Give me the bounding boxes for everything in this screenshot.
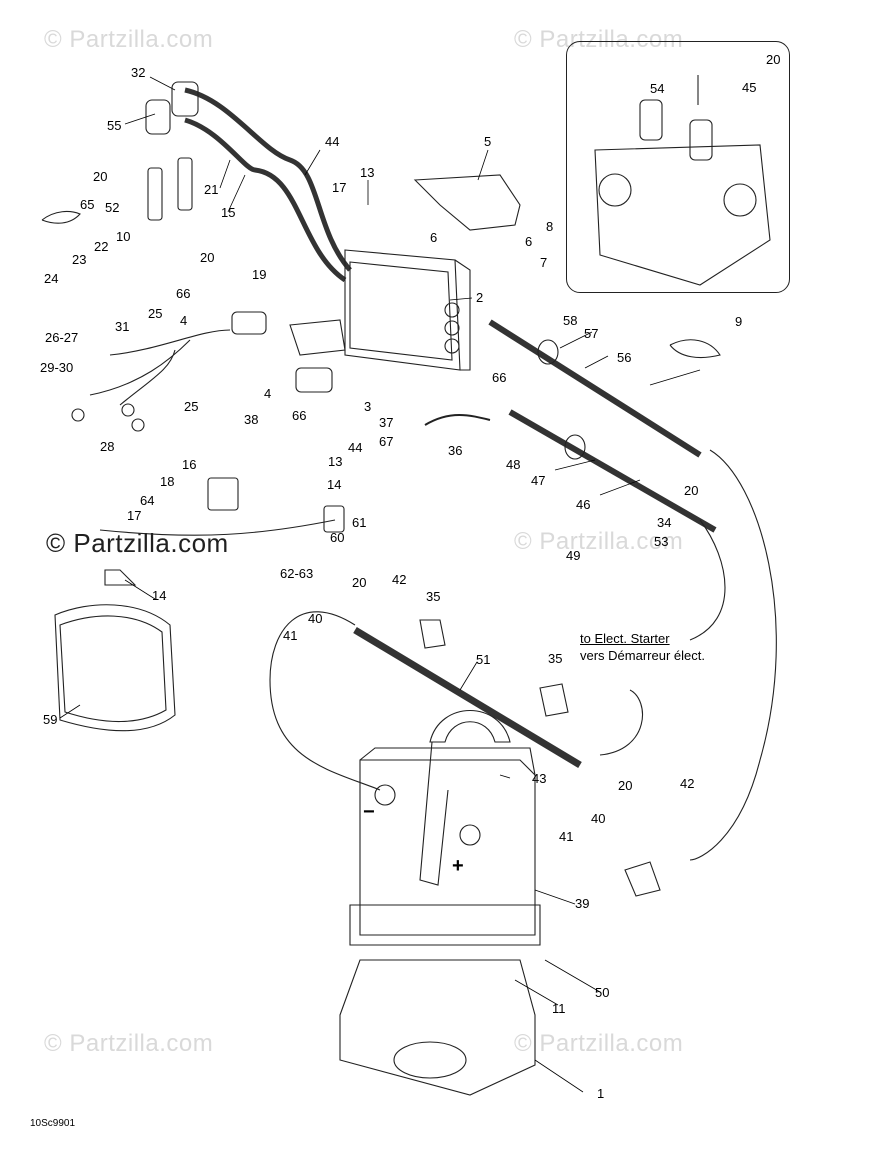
callout: 9 (735, 314, 742, 329)
callout: 42 (680, 776, 694, 791)
callout: 20 (766, 52, 780, 67)
callout: 28 (100, 439, 114, 454)
watermark-top-right: © Partzilla.com (514, 26, 684, 53)
watermark-middle-right: © Partzilla.com (514, 528, 684, 555)
callout: 37 (379, 415, 393, 430)
callout: 64 (140, 493, 154, 508)
callout: 45 (742, 80, 756, 95)
engine-inset-frame (566, 41, 790, 293)
callout: 44 (325, 134, 339, 149)
callout: 49 (566, 548, 580, 563)
callout: 41 (559, 829, 573, 844)
callout: 32 (131, 65, 145, 80)
callout: 55 (107, 118, 121, 133)
callout: 8 (546, 219, 553, 234)
watermark-bottom-left: © Partzilla.com (44, 1030, 214, 1057)
callout: 20 (352, 575, 366, 590)
callout: 31 (115, 319, 129, 334)
callout: 29-30 (40, 360, 73, 375)
callout: 54 (650, 81, 664, 96)
callout: 41 (283, 628, 297, 643)
callout: 22 (94, 239, 108, 254)
callout: 2 (476, 290, 483, 305)
callout: 58 (563, 313, 577, 328)
callout: 38 (244, 412, 258, 427)
callout: 59 (43, 712, 57, 727)
callout: 3 (364, 399, 371, 414)
callout: 43 (532, 771, 546, 786)
watermark-top-left: © Partzilla.com (44, 26, 214, 53)
callout: 56 (617, 350, 631, 365)
starter-note-french: vers Démarreur élect. (580, 648, 705, 663)
callout: 26-27 (45, 330, 78, 345)
callout: 50 (595, 985, 609, 1000)
callout: 10 (116, 229, 130, 244)
callout: 40 (591, 811, 605, 826)
callout: 20 (684, 483, 698, 498)
callout: 36 (448, 443, 462, 458)
starter-note-english: to Elect. Starter (580, 631, 670, 646)
callout: 39 (575, 896, 589, 911)
callout: 46 (576, 497, 590, 512)
callout: 42 (392, 572, 406, 587)
callout: 6 (430, 230, 437, 245)
callout: 52 (105, 200, 119, 215)
diagram-code: 10Sc9901 (30, 1118, 76, 1129)
callout: 44 (348, 440, 362, 455)
callout: 13 (328, 454, 342, 469)
callout: 34 (657, 515, 671, 530)
callout: 5 (484, 134, 491, 149)
callout: 17 (332, 180, 346, 195)
callout: 18 (160, 474, 174, 489)
callout: 20 (93, 169, 107, 184)
callout: 53 (654, 534, 668, 549)
callout: 7 (540, 255, 547, 270)
watermark-bottom-right: © Partzilla.com (514, 1030, 684, 1057)
callout: 20 (200, 250, 214, 265)
callout: 20 (618, 778, 632, 793)
callout: 62-63 (280, 566, 313, 581)
callout: 24 (44, 271, 58, 286)
callout: 1 (597, 1086, 604, 1101)
callout: 51 (476, 652, 490, 667)
callout: 66 (492, 370, 506, 385)
callout: 21 (204, 182, 218, 197)
starter-note: to Elect. Starter vers Démarreur élect. (580, 630, 705, 664)
callout: 67 (379, 434, 393, 449)
callout: 4 (180, 313, 187, 328)
callout: 17 (127, 508, 141, 523)
callout: 25 (148, 306, 162, 321)
negative-terminal-mark: − (363, 801, 375, 823)
callout: 13 (360, 165, 374, 180)
callout: 6 (525, 234, 532, 249)
callout: 40 (308, 611, 322, 626)
callout: 66 (292, 408, 306, 423)
callout: 23 (72, 252, 86, 267)
callout: 66 (176, 286, 190, 301)
callout: 65 (80, 197, 94, 212)
callout: 35 (548, 651, 562, 666)
callout: 14 (152, 588, 166, 603)
callout: 11 (552, 1001, 566, 1016)
callout: 35 (426, 589, 440, 604)
callout: 19 (252, 267, 266, 282)
callout: 4 (264, 386, 271, 401)
callout: 47 (531, 473, 545, 488)
callout: 57 (584, 326, 598, 341)
callout: 61 (352, 515, 366, 530)
callout: 16 (182, 457, 196, 472)
callout: 25 (184, 399, 198, 414)
callout: 48 (506, 457, 520, 472)
positive-terminal-mark: + (452, 855, 464, 877)
callout: 14 (327, 477, 341, 492)
callout: 15 (221, 205, 235, 220)
callout: 60 (330, 530, 344, 545)
